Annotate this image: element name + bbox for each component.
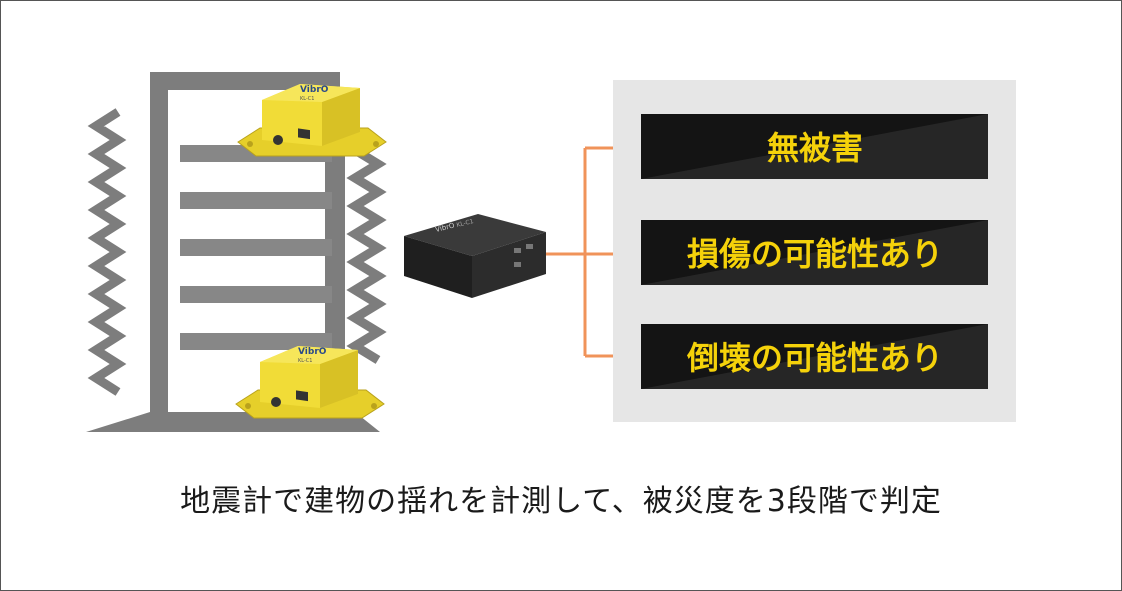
sensor-brand-label: VibrO [298, 347, 327, 357]
judgment-controller-icon: VibrO KL-C1 [404, 214, 546, 298]
diagram-caption: 地震計で建物の揺れを計測して、被災度を3段階で判定 [180, 484, 942, 519]
result-label: 倒壊の可能性あり [686, 339, 943, 377]
building-outline [86, 72, 380, 432]
window-bar [180, 333, 332, 350]
controller-model-label: KL-C1 [456, 218, 475, 229]
sensor-brand-label: VibrO [300, 85, 329, 95]
window-bar [180, 239, 332, 256]
result-box-possible-damage: 損傷の可能性あり [641, 220, 988, 285]
vibration-zigzag-left [87, 108, 127, 396]
result-box-possible-collapse: 倒壊の可能性あり [641, 324, 988, 389]
building-icon [86, 72, 387, 432]
window-bar [180, 286, 332, 303]
result-box-no-damage: 無被害 [641, 114, 988, 179]
vibration-zigzag-right [346, 146, 387, 364]
result-label: 損傷の可能性あり [687, 235, 943, 273]
sensor-model-label: KL-C1 [300, 96, 314, 102]
seismometer-sensor-bottom: VibrO KL-C1 [235, 346, 385, 419]
window-bar [180, 192, 332, 209]
sensor-model-label: KL-C1 [298, 358, 312, 364]
result-label: 無被害 [767, 129, 863, 167]
seismometer-sensor-top: VibrO KL-C1 [237, 84, 387, 157]
